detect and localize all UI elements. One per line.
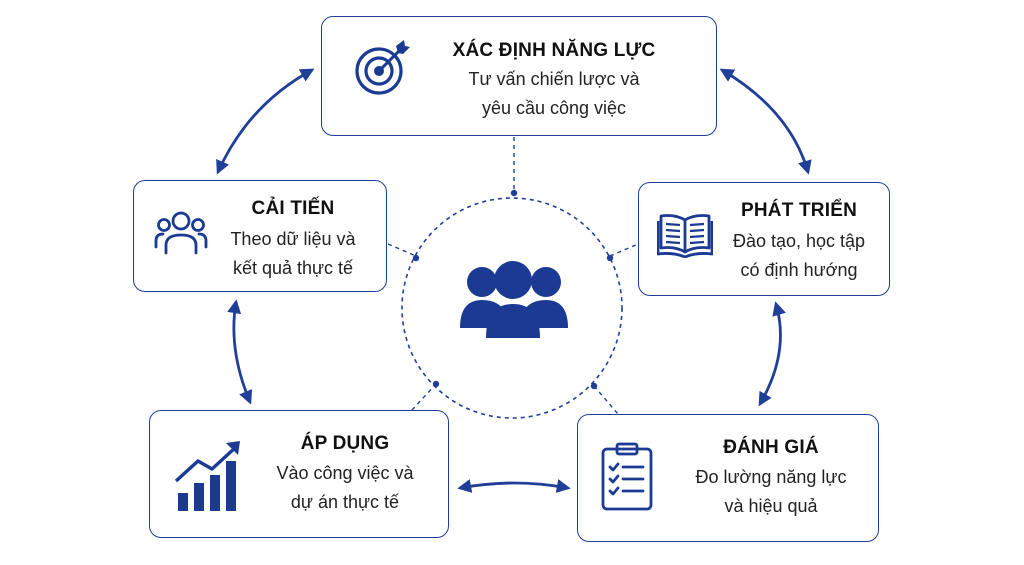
target-icon	[355, 40, 410, 95]
card-cai-tien: CẢI TIẾN Theo dữ liệu và kết quả thực tế	[133, 180, 387, 292]
arrow-left	[227, 299, 253, 405]
card-title: ĐÁNH GIÁ	[723, 437, 819, 458]
card-title: PHÁT TRIỂN	[741, 200, 857, 221]
card-title: XÁC ĐỊNH NĂNG LỰC	[452, 40, 656, 61]
arrow-top-left	[216, 68, 315, 175]
card-text: ÁP DỤNG Vào công việc và dự án thực tế	[256, 429, 434, 517]
card-text: CẢI TIẾN Theo dữ liệu và kết quả thực tế	[218, 193, 368, 283]
card-ap-dung: ÁP DỤNG Vào công việc và dự án thực tế	[149, 410, 449, 538]
card-xac-dinh-nang-luc: XÁC ĐỊNH NĂNG LỰC Tư vấn chiến lược và y…	[321, 16, 717, 136]
card-description-line: dự án thực tế	[290, 492, 400, 512]
card-description-line: Theo dữ liệu và	[230, 229, 356, 249]
card-description-line: Vào công việc và	[276, 463, 414, 483]
card-phat-trien: PHÁT TRIỂN Đào tạo, học tập có định hướn…	[638, 182, 890, 296]
growth-chart-icon	[174, 441, 240, 511]
arrow-right	[758, 301, 786, 407]
card-text: ĐÁNH GIÁ Đo lường năng lực và hiệu quả	[678, 433, 864, 521]
card-description-line: kết quả thực tế	[232, 258, 354, 278]
card-title: ÁP DỤNG	[300, 433, 390, 454]
center-dashed-circle	[401, 197, 623, 419]
card-text: XÁC ĐỊNH NĂNG LỰC Tư vấn chiến lược và y…	[434, 37, 674, 123]
card-description-line: có định hướng	[740, 260, 858, 280]
card-description-line: Đào tạo, học tập	[732, 231, 866, 251]
card-description-line: Đo lường năng lực	[695, 467, 847, 487]
dashed-spokes	[387, 137, 639, 415]
book-icon	[657, 214, 713, 258]
users-icon	[154, 211, 208, 255]
arrow-top-right	[719, 68, 812, 175]
card-description-line: yêu cầu công việc	[481, 98, 627, 118]
people-group-icon	[460, 261, 568, 338]
card-title: CẢI TIẾN	[251, 198, 335, 219]
card-description-line: Tư vấn chiến lược và	[468, 69, 640, 89]
card-description-line: và hiệu quả	[724, 496, 818, 516]
card-danh-gia: ĐÁNH GIÁ Đo lường năng lực và hiệu quả	[577, 414, 879, 542]
arrow-bottom	[457, 479, 571, 493]
clipboard-checklist-icon	[601, 442, 653, 511]
card-text: PHÁT TRIỂN Đào tạo, học tập có định hướn…	[723, 195, 875, 285]
spoke-dots	[412, 189, 614, 390]
